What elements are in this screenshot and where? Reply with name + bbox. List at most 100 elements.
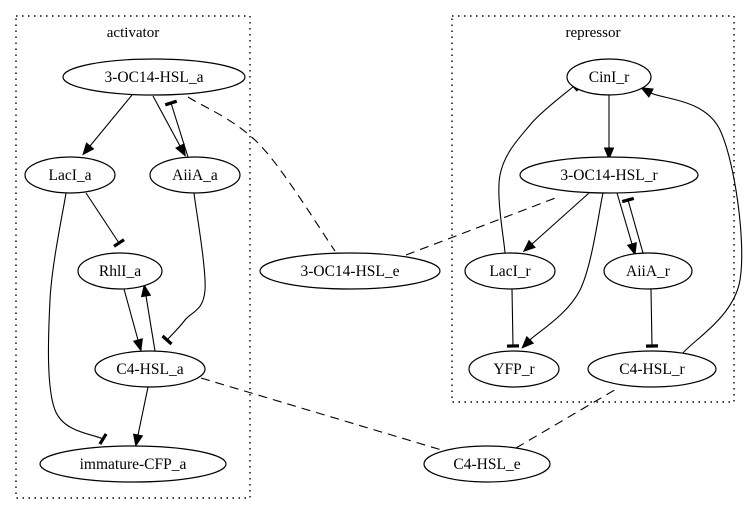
- node-ellipse: [77, 252, 163, 290]
- inhibition-link: [650, 288, 653, 347]
- node-label: CinI_r: [589, 69, 630, 86]
- activation-link: [650, 92, 743, 354]
- activation-link: [152, 95, 181, 147]
- node-label: immature-CFP_a: [80, 456, 187, 473]
- edge-laci_a-to-rhli_a: [85, 192, 125, 248]
- edge-aiia_r-to-oc14_r: [621, 196, 644, 254]
- node-label: LacI_r: [489, 263, 531, 280]
- edge-oc14_a-to-oc14_e: [187, 96, 336, 252]
- arrowhead-icon: [140, 283, 152, 298]
- node-c4-a[interactable]: C4-HSL_a: [94, 350, 206, 388]
- edge-c4_a-to-rhli_a: [140, 283, 156, 352]
- edges-layer: [47, 80, 743, 452]
- node-c4-e[interactable]: C4-HSL_e: [423, 445, 551, 483]
- inhibition-link: [498, 85, 575, 254]
- node-ellipse: [149, 156, 241, 194]
- inhibition-link: [170, 102, 189, 158]
- node-label: C4-HSL_e: [453, 456, 520, 473]
- repressor-cluster-label: repressor: [566, 25, 621, 41]
- cluster-repressor: repressor: [451, 15, 735, 403]
- inhibition-link: [627, 199, 644, 254]
- node-cfp-a[interactable]: immature-CFP_a: [39, 445, 227, 483]
- node-rhli-a[interactable]: RhlI_a: [77, 252, 163, 290]
- edge-aiia_a-to-c4_a: [161, 192, 206, 346]
- node-label: C4-HSL_a: [116, 361, 183, 378]
- node-label: YFP_r: [493, 361, 535, 378]
- activation-link: [529, 192, 604, 341]
- node-label: 3-OC14-HSL_e: [300, 263, 399, 280]
- activation-link: [145, 295, 156, 352]
- activator-cluster-border: [15, 15, 251, 499]
- node-ellipse: [519, 156, 699, 194]
- arrowhead-icon: [132, 338, 143, 352]
- node-aiia-a[interactable]: AiiA_a: [149, 156, 241, 194]
- arrowhead-icon: [626, 242, 637, 256]
- node-oc14-r[interactable]: 3-OC14-HSL_r: [519, 156, 699, 194]
- edge-c4_e-to-c4_r: [515, 387, 619, 449]
- inhibition-tee-icon: [621, 196, 635, 204]
- inhibition-link: [85, 192, 120, 244]
- node-ellipse: [587, 350, 717, 388]
- activator-cluster-label: activator: [107, 25, 159, 41]
- node-ellipse: [259, 252, 441, 290]
- diffusion-link: [187, 96, 336, 252]
- node-ellipse: [468, 350, 560, 388]
- node-ellipse: [423, 445, 551, 483]
- edge-c4_a-to-c4_e: [200, 377, 446, 452]
- inhibition-link: [511, 288, 514, 347]
- edge-oc14_r-to-laci_r: [522, 192, 590, 253]
- edge-c4_a-to-cfp_a: [132, 386, 149, 448]
- node-ellipse: [94, 350, 206, 388]
- node-c4-r[interactable]: C4-HSL_r: [587, 350, 717, 388]
- node-laci-r[interactable]: LacI_r: [464, 252, 556, 290]
- inhibition-tee-icon: [164, 99, 178, 107]
- arrowhead-icon: [132, 433, 144, 448]
- edge-oc14_e-to-oc14_r: [405, 196, 559, 256]
- node-ellipse: [24, 156, 116, 194]
- arrowhead-icon: [522, 239, 536, 253]
- edge-rhli_a-to-c4_a: [123, 288, 143, 352]
- inhibition-link: [166, 192, 206, 341]
- edge-laci_a-to-cfp_a: [47, 192, 108, 445]
- diffusion-link: [405, 196, 559, 256]
- repressor-cluster-border: [451, 15, 735, 403]
- arrowhead-icon: [640, 87, 654, 98]
- edge-oc14_r-to-aiia_r: [616, 192, 637, 256]
- edge-c4_r-to-cini_r: [640, 87, 743, 354]
- node-label: LacI_a: [48, 167, 91, 184]
- inhibition-tee-icon: [161, 334, 173, 346]
- inhibition-link: [47, 192, 104, 440]
- arrowhead-icon: [521, 335, 535, 349]
- activation-link: [123, 288, 139, 341]
- node-ellipse: [39, 445, 227, 483]
- node-label: 3-OC14-HSL_a: [104, 69, 203, 86]
- diffusion-link: [200, 377, 446, 452]
- diffusion-link: [515, 387, 619, 449]
- edge-aiia_r-to-c4_r: [645, 288, 659, 348]
- node-ellipse: [603, 252, 693, 290]
- activation-link: [616, 192, 633, 245]
- edge-aiia_a-to-oc14_a: [164, 99, 189, 158]
- node-laci-a[interactable]: LacI_a: [24, 156, 116, 194]
- edge-cini_r-to-oc14_r: [603, 95, 615, 161]
- node-yfp-r[interactable]: YFP_r: [468, 350, 560, 388]
- node-label: AiiA_r: [626, 263, 671, 280]
- node-oc14-a[interactable]: 3-OC14-HSL_a: [62, 58, 246, 96]
- node-aiia-r[interactable]: AiiA_r: [603, 252, 693, 290]
- inhibition-tee-icon: [98, 433, 108, 445]
- node-ellipse: [62, 58, 246, 96]
- edge-oc14_a-to-aiia_a: [152, 95, 186, 157]
- cluster-activator: activator: [15, 15, 251, 499]
- node-oc14-e[interactable]: 3-OC14-HSL_e: [259, 252, 441, 290]
- node-label: C4-HSL_r: [619, 361, 685, 378]
- node-label: 3-OC14-HSL_r: [560, 167, 658, 184]
- arrowhead-icon: [175, 143, 186, 157]
- node-label: RhlI_a: [99, 263, 141, 280]
- edge-oc14_a-to-laci_a: [82, 94, 133, 156]
- arrowhead-icon: [603, 147, 615, 161]
- node-ellipse: [464, 252, 556, 290]
- arrowhead-icon: [82, 142, 95, 156]
- node-cini-r[interactable]: CinI_r: [566, 58, 652, 96]
